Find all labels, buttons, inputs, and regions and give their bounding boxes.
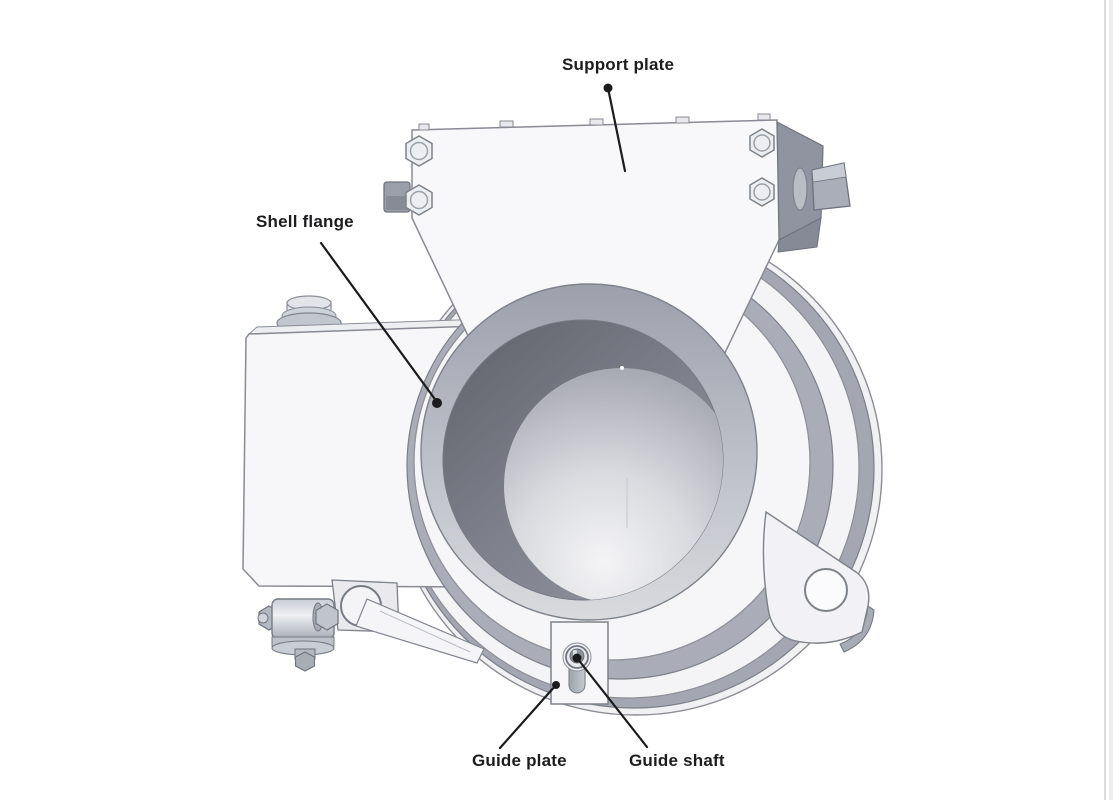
leader-dots	[432, 83, 613, 689]
highlight-speck	[620, 366, 624, 370]
callout-guide-shaft: Guide shaft	[629, 751, 725, 770]
callout-shell-flange: Shell flange	[256, 212, 354, 231]
support-plate-side-panel-lower	[777, 217, 822, 253]
guide-plate-shape	[550, 621, 609, 705]
leader-lines	[319, 86, 649, 750]
support-plate-tabs	[418, 113, 771, 131]
valve-fitting	[257, 598, 339, 672]
leader-guide-plate	[498, 683, 558, 750]
page-edge-shade	[1109, 0, 1113, 800]
page-edge-line	[1104, 0, 1106, 800]
leader-support-plate	[606, 86, 627, 173]
callout-support-plate: Support plate	[562, 55, 675, 74]
guide-arm	[355, 598, 485, 664]
support-plate-bolts	[405, 128, 775, 216]
spherical-bearing	[504, 368, 723, 600]
mounting-lug-right	[762, 510, 875, 653]
callout-guide-plate: Guide plate	[472, 751, 567, 770]
leader-guide-shaft	[575, 656, 649, 749]
support-plate-side-bolt-right	[792, 162, 851, 211]
leader-shell-flange	[319, 241, 439, 404]
